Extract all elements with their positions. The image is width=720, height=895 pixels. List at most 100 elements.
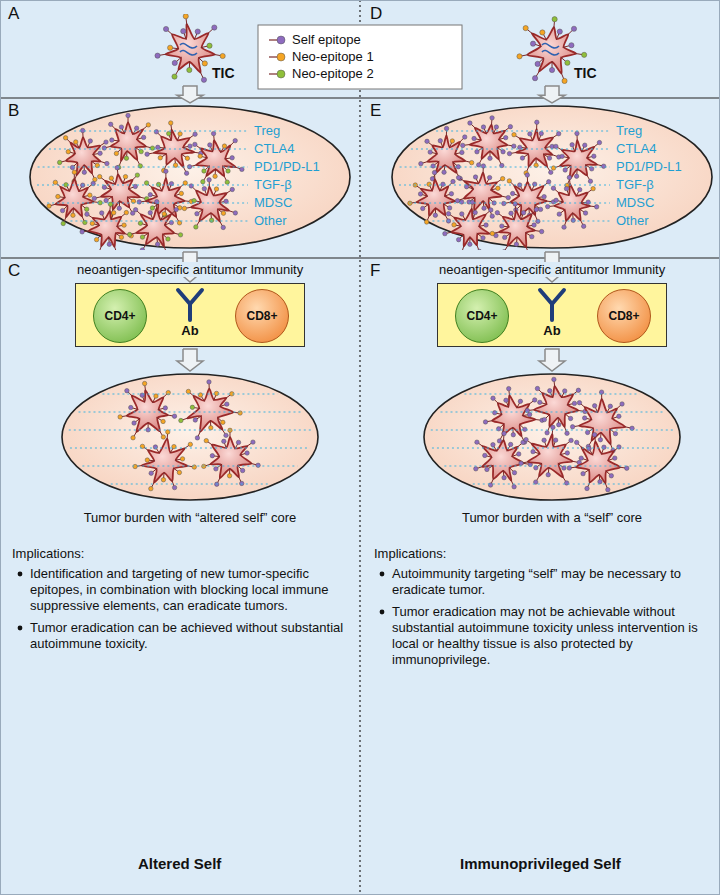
epitope-stalk	[586, 418, 592, 419]
epitope-stalk	[565, 413, 570, 417]
epitope-stalk	[143, 243, 146, 248]
epitope	[179, 418, 183, 422]
epitope-stalk	[477, 466, 483, 468]
epitope-stalk	[460, 178, 465, 181]
epitope-stalk	[214, 54, 221, 55]
epitope-stalk	[521, 55, 528, 56]
epitope-stalk	[114, 140, 120, 142]
tumor-cell	[455, 164, 510, 219]
label-slot: D	[370, 4, 382, 24]
epitope-stalk	[228, 210, 234, 212]
epitope	[581, 224, 585, 228]
epitope-stalk	[477, 233, 482, 237]
epitope	[475, 440, 479, 444]
epitope-stalk	[515, 206, 517, 212]
epitope	[512, 485, 516, 489]
epitope-stalk	[432, 153, 438, 154]
epitope-stalk	[108, 236, 109, 242]
epitope	[509, 211, 513, 215]
epitope	[563, 389, 567, 393]
panel-letter: D	[370, 4, 382, 24]
epitope-stalk	[193, 152, 199, 154]
epitope	[209, 426, 213, 430]
epitope-stalk	[213, 135, 215, 141]
block-arrow	[539, 86, 565, 103]
epitope	[447, 206, 451, 210]
epitope	[180, 457, 184, 461]
suppression-line	[111, 484, 269, 485]
tumor-cell	[92, 166, 149, 218]
epitope-stalk	[556, 33, 559, 39]
epitope-stalk	[164, 223, 170, 225]
legend-swatch	[277, 53, 285, 61]
epitope	[57, 160, 61, 164]
epitope	[481, 125, 485, 129]
epitope	[212, 25, 217, 30]
epitope-stalk	[229, 468, 230, 474]
epitope	[425, 139, 429, 143]
epitope	[154, 130, 158, 134]
suppression-line	[102, 394, 277, 395]
tumor-cell	[408, 170, 464, 224]
tumor-outline	[30, 106, 350, 248]
epitope-stalk	[494, 399, 498, 403]
epitope-stalk	[454, 153, 460, 154]
epitope-stalk	[201, 46, 208, 48]
epitope	[517, 54, 522, 59]
epitope	[102, 185, 106, 189]
epitope-stalk	[619, 467, 625, 469]
epitope	[225, 402, 229, 406]
epitope	[161, 478, 165, 482]
epitope-stalk	[205, 190, 207, 196]
epitope	[576, 388, 580, 392]
epitope-stalk	[489, 151, 490, 157]
epitope-stalk	[549, 205, 555, 207]
epitope-stalk	[530, 135, 532, 141]
epitope	[542, 438, 546, 442]
epitope-stalk	[469, 236, 470, 242]
epitope-stalk	[531, 211, 535, 215]
epitope-stalk	[170, 125, 172, 131]
epitope	[188, 442, 192, 446]
legend-sample	[268, 51, 286, 63]
epitope	[484, 223, 488, 227]
epitope-stalk	[163, 472, 165, 478]
epitope-stalk	[128, 187, 134, 189]
legend-row: Neo-epitope 2	[268, 65, 374, 82]
epitope	[133, 464, 137, 468]
tumor-cell	[483, 386, 544, 444]
epitope	[144, 181, 148, 185]
epitope-stalk	[587, 174, 590, 179]
epitope	[195, 436, 199, 440]
epitope	[201, 77, 206, 82]
epitope	[240, 468, 244, 472]
epitope	[141, 135, 145, 139]
epitope	[483, 420, 487, 424]
tumor-caption: Tumor burden with a “self” core	[422, 510, 682, 525]
epitope	[172, 74, 177, 79]
epitope	[221, 420, 225, 424]
epitope	[579, 456, 583, 460]
epitope	[131, 436, 135, 440]
epitope	[109, 176, 113, 180]
epitope	[569, 43, 574, 48]
cell-body	[101, 175, 140, 210]
epitope-stalk	[174, 157, 176, 163]
epitope	[511, 433, 515, 437]
epitope-stalk	[459, 198, 465, 200]
epitope	[163, 406, 167, 410]
epitope	[597, 140, 601, 144]
epitope-stalk	[476, 179, 478, 185]
epitope-stalk	[64, 205, 68, 209]
epitope-stalk	[601, 449, 603, 455]
cell-body	[516, 129, 553, 167]
epitope	[140, 248, 144, 250]
epitope	[601, 164, 605, 168]
epitope	[71, 213, 75, 217]
epitope-stalk	[152, 195, 158, 197]
label-slot: Altered Self	[138, 855, 221, 872]
epitope	[460, 212, 464, 216]
epitope-stalk	[577, 135, 578, 141]
epitope-stalk	[506, 145, 512, 146]
epitope-stalk	[505, 245, 508, 250]
